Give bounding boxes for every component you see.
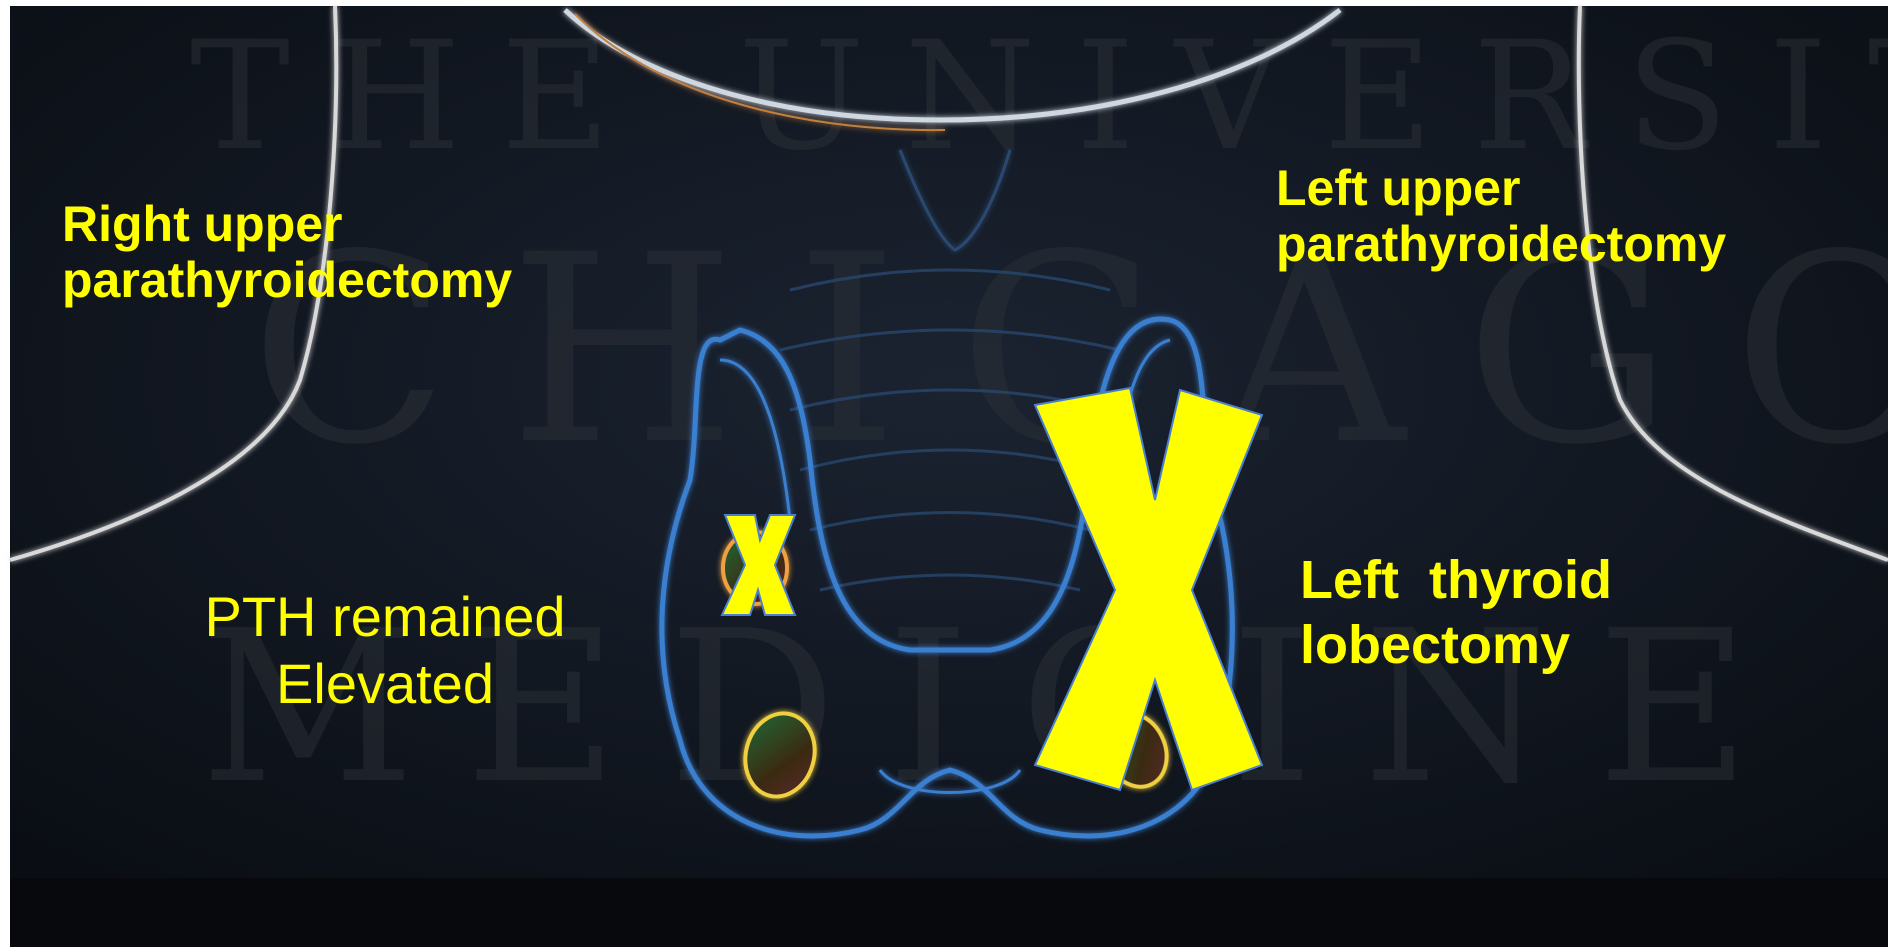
label-line: lobectomy [1300, 613, 1612, 678]
label-left-upper-parathyroidectomy: Left upper parathyroidectomy [1276, 160, 1726, 272]
label-line: Elevated [155, 650, 615, 717]
watermark-line-1: THE UNIVERSITY [190, 10, 1888, 184]
label-line: Left thyroid [1300, 548, 1612, 613]
bottom-band [10, 878, 1888, 947]
label-right-upper-parathyroidectomy: Right upper parathyroidectomy [62, 196, 512, 308]
label-line: PTH remained [155, 583, 615, 650]
label-line: parathyroidectomy [62, 252, 512, 308]
label-line: Right upper [62, 196, 512, 252]
label-left-thyroid-lobectomy: Left thyroid lobectomy [1300, 548, 1612, 678]
label-pth-remained-elevated: PTH remained Elevated [155, 583, 615, 717]
label-line: Left upper [1276, 160, 1726, 216]
label-line: parathyroidectomy [1276, 216, 1726, 272]
